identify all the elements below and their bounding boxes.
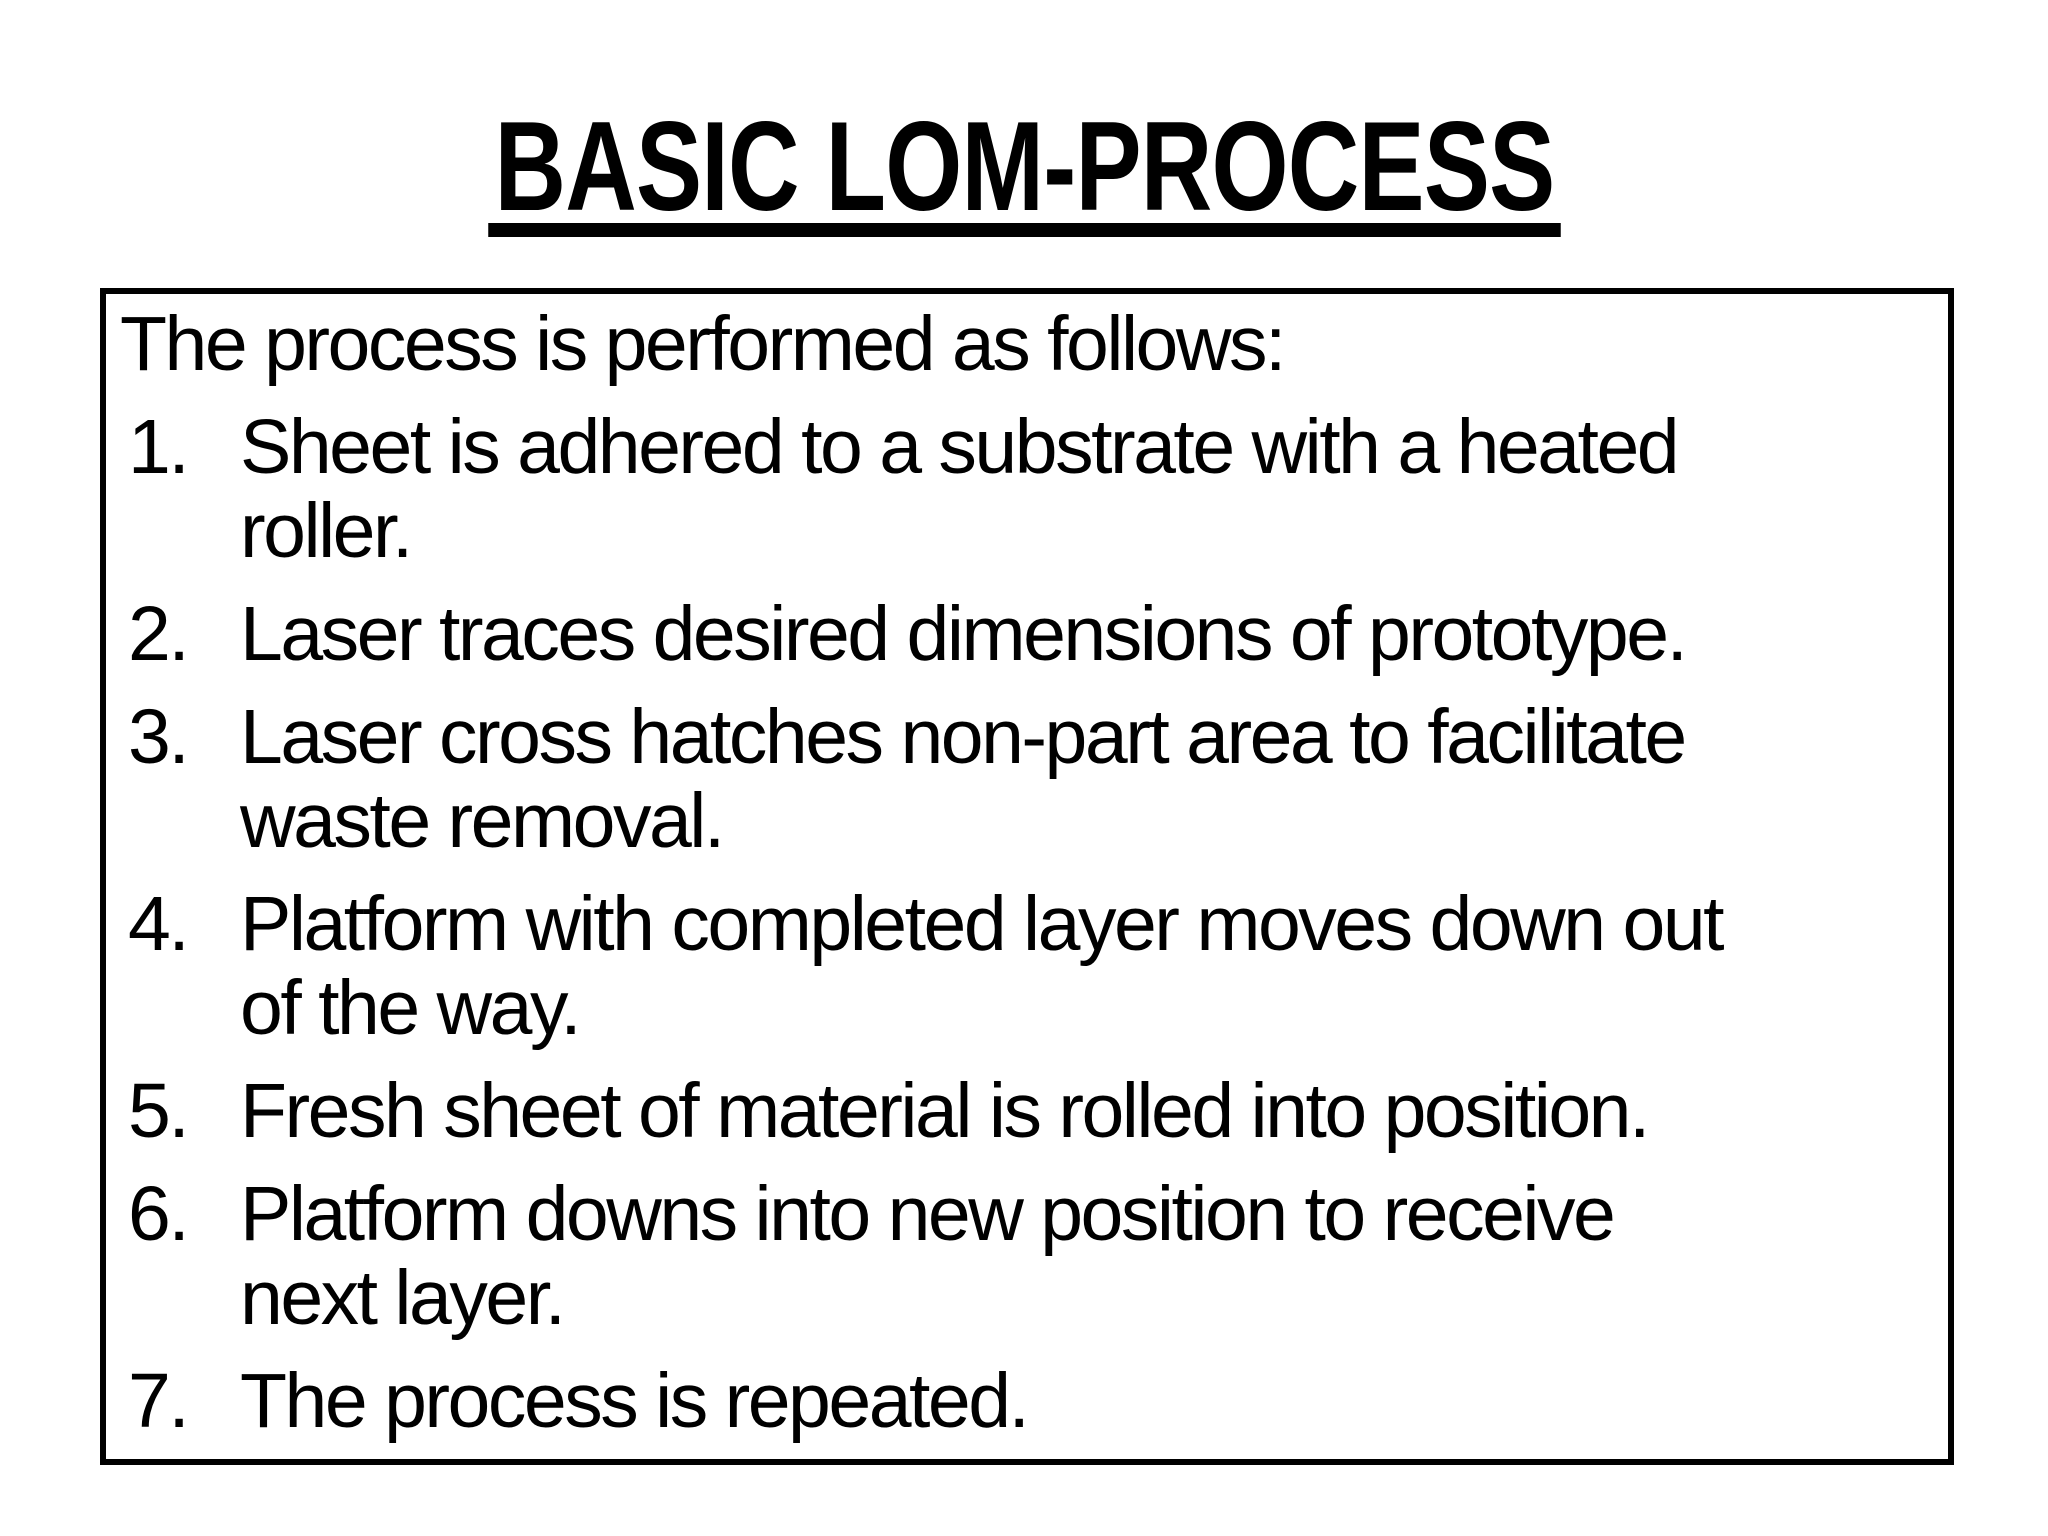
list-item: 6. Platform downs into new position to r… — [120, 1172, 1930, 1340]
step-text: Platform with completed layer moves down… — [240, 881, 1725, 1051]
step-number: 6. — [128, 1171, 190, 1257]
intro-text: The process is performed as follows: — [120, 301, 1286, 387]
step-text: Platform downs into new position to rece… — [240, 1171, 1616, 1341]
step-text: Laser cross hatches non-part area to fac… — [240, 694, 1687, 864]
step-text: Sheet is adhered to a substrate with a h… — [240, 404, 1680, 574]
step-number: 4. — [128, 881, 190, 967]
step-number: 1. — [128, 404, 190, 490]
slide-title: BASIC LOM-PROCESS — [487, 102, 1561, 238]
step-number: 7. — [128, 1358, 190, 1444]
list-item: 7. The process is repeated. — [120, 1359, 1930, 1443]
step-text: Laser traces desired dimensions of proto… — [240, 591, 1688, 677]
step-number: 5. — [128, 1068, 190, 1154]
list-item: 2. Laser traces desired dimensions of pr… — [120, 592, 1930, 676]
title-area: BASIC LOM-PROCESS — [0, 102, 2048, 238]
step-text: Fresh sheet of material is rolled into p… — [240, 1068, 1650, 1154]
list-item: 3. Laser cross hatches non-part area to … — [120, 695, 1930, 863]
step-text: The process is repeated. — [240, 1358, 1030, 1444]
list-item: 5. Fresh sheet of material is rolled int… — [120, 1069, 1930, 1153]
list-item: 4. Platform with completed layer moves d… — [120, 882, 1930, 1050]
content-box: The process is performed as follows: 1. … — [100, 288, 1954, 1465]
list-item: 1. Sheet is adhered to a substrate with … — [120, 405, 1930, 573]
step-number: 2. — [128, 591, 190, 677]
step-number: 3. — [128, 694, 190, 780]
